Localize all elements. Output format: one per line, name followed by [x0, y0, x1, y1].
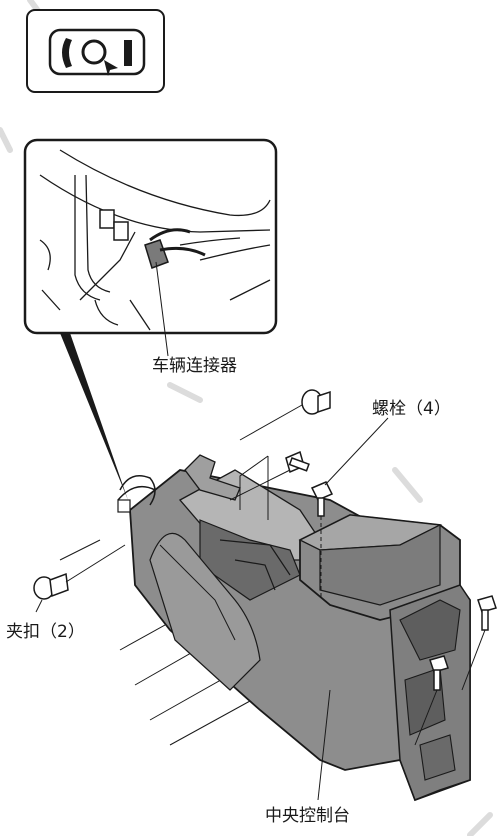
connector-leader [155, 261, 169, 357]
bolt-rear-2 [461, 595, 497, 691]
label-leaders [35, 417, 389, 801]
bolt-rear-1 [414, 655, 449, 746]
vehicle-connector-label: 车辆连接器 [152, 356, 237, 376]
clip-part [33, 544, 126, 600]
clip-label: 夹扣（2） [6, 622, 85, 642]
bolt-label: 螺栓（4） [372, 399, 451, 419]
callout-wedge [60, 333, 128, 500]
connector-inset [23, 138, 278, 335]
steering-lock-icon [26, 9, 165, 93]
bolt-right [310, 481, 334, 600]
bolt-parts [33, 389, 497, 746]
bolt-top [239, 389, 331, 441]
center-console-label: 中央控制台 [265, 806, 350, 826]
center-console [117, 454, 471, 802]
